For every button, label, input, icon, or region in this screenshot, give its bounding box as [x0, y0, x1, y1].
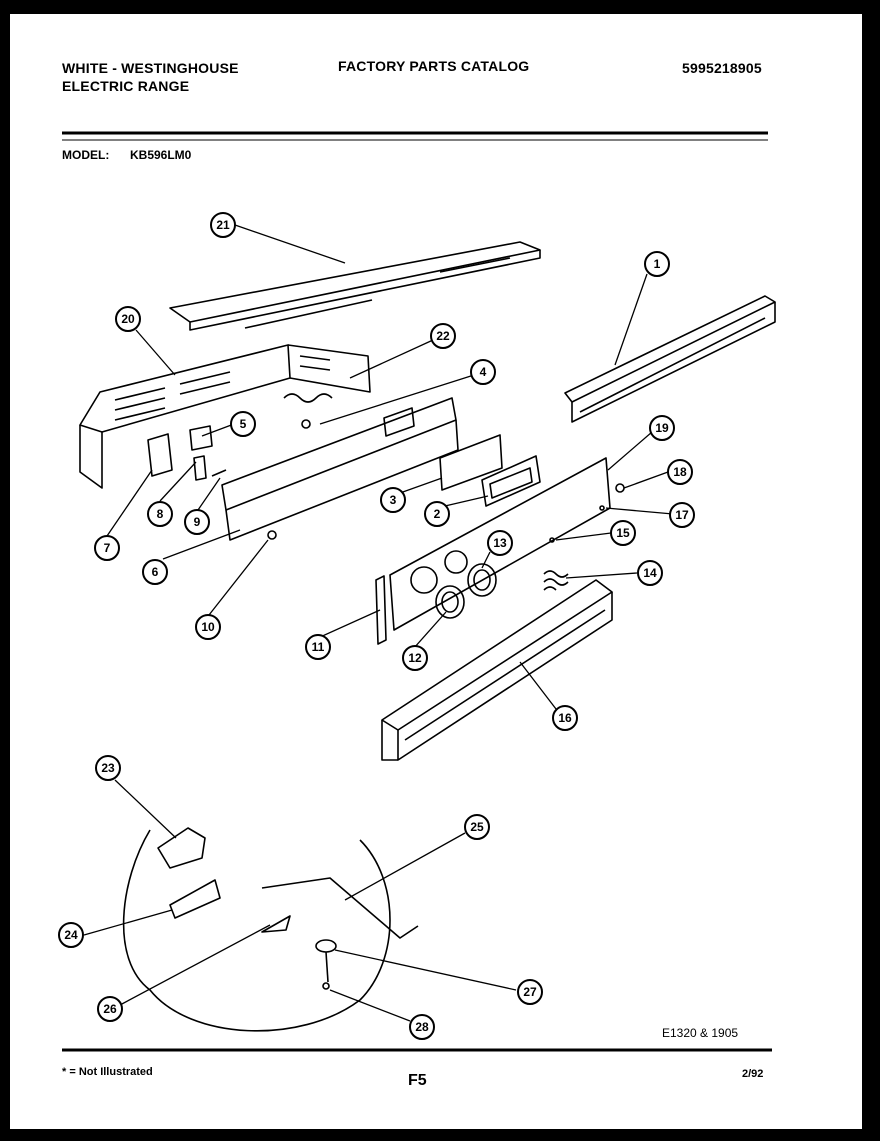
svg-text:12: 12 [408, 651, 422, 665]
part-control-bracket [221, 397, 459, 541]
callout-18: 18 [667, 459, 693, 485]
svg-text:15: 15 [616, 526, 630, 540]
callout-19: 19 [649, 415, 675, 441]
callout-17: 17 [669, 502, 695, 528]
not-illustrated-note: * = Not Illustrated [62, 1066, 153, 1078]
svg-text:1: 1 [654, 257, 661, 271]
callout-bubbles: 1 2 3 4 5 6 7 8 9 10 11 12 13 14 15 16 1… [58, 212, 695, 1040]
svg-text:17: 17 [675, 508, 689, 522]
callout-6: 6 [142, 559, 168, 585]
callout-25: 25 [464, 814, 490, 840]
model-value: KB596LM0 [130, 148, 192, 162]
part-display-module [439, 434, 541, 507]
svg-text:20: 20 [121, 312, 135, 326]
part-knobs [435, 563, 497, 619]
callout-4: 4 [470, 359, 496, 385]
svg-text:28: 28 [415, 1020, 429, 1034]
callout-10: 10 [195, 614, 221, 640]
svg-text:23: 23 [101, 761, 115, 775]
part-spring [543, 570, 569, 591]
svg-text:25: 25 [470, 820, 484, 834]
callout-9: 9 [184, 509, 210, 535]
svg-text:22: 22 [436, 329, 450, 343]
svg-text:21: 21 [216, 218, 230, 232]
svg-text:14: 14 [643, 566, 657, 580]
svg-text:10: 10 [201, 620, 215, 634]
callout-12: 12 [402, 645, 428, 671]
part-detail-view [122, 827, 419, 1032]
svg-text:4: 4 [480, 365, 487, 379]
svg-text:24: 24 [64, 928, 78, 942]
callout-15: 15 [610, 520, 636, 546]
callout-22: 22 [430, 323, 456, 349]
catalog-title: FACTORY PARTS CATALOG [338, 58, 530, 74]
brand-line-2: ELECTRIC RANGE [62, 78, 190, 94]
svg-text:16: 16 [558, 711, 572, 725]
callout-14: 14 [637, 560, 663, 586]
svg-text:11: 11 [312, 640, 325, 654]
svg-text:5: 5 [240, 417, 247, 431]
callout-28: 28 [409, 1014, 435, 1040]
callout-16: 16 [552, 705, 578, 731]
callout-3: 3 [380, 487, 406, 513]
svg-text:2: 2 [434, 507, 441, 521]
part-trim-strip [564, 295, 776, 423]
part-back-panel [79, 344, 371, 489]
catalog-date: 2/92 [742, 1068, 764, 1080]
svg-text:26: 26 [103, 1002, 117, 1016]
callout-23: 23 [95, 755, 121, 781]
svg-text:7: 7 [104, 541, 111, 555]
callout-21: 21 [210, 212, 236, 238]
callout-5: 5 [230, 411, 256, 437]
callout-24: 24 [58, 922, 84, 948]
svg-text:3: 3 [390, 493, 397, 507]
callout-26: 26 [97, 996, 123, 1022]
callout-2: 2 [424, 501, 450, 527]
part-bottom-trim [381, 579, 613, 761]
callout-1: 1 [644, 251, 670, 277]
svg-text:18: 18 [673, 465, 687, 479]
svg-text:27: 27 [523, 985, 537, 999]
callout-11: 11 [305, 634, 331, 660]
leader-lines [83, 224, 674, 1022]
callout-27: 27 [517, 979, 543, 1005]
callout-20: 20 [115, 306, 141, 332]
catalog-number: 5995218905 [682, 60, 762, 76]
callout-13: 13 [487, 530, 513, 556]
svg-text:13: 13 [493, 536, 507, 550]
model-label: MODEL: [62, 148, 110, 162]
page-code: F5 [408, 1072, 427, 1089]
svg-text:6: 6 [152, 565, 159, 579]
svg-text:19: 19 [655, 421, 669, 435]
callout-8: 8 [147, 501, 173, 527]
svg-text:8: 8 [157, 507, 164, 521]
drawing-reference: E1320 & 1905 [662, 1026, 739, 1040]
callout-7: 7 [94, 535, 120, 561]
part-end-cap [375, 575, 387, 645]
svg-text:9: 9 [194, 515, 201, 529]
brand-line-1: WHITE - WESTINGHOUSE [62, 60, 239, 76]
part-top-panel [169, 241, 541, 331]
part-small-hardware [147, 393, 625, 543]
